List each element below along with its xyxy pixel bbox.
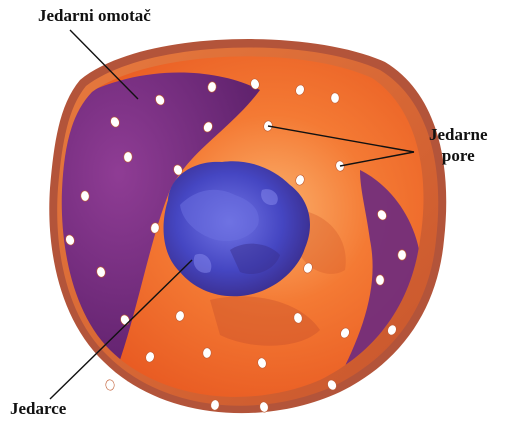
nuclear-pore-icon [331, 93, 340, 104]
nuclear-pore-icon [124, 152, 133, 163]
label-nuclear-envelope: Jedarni omotač [38, 6, 151, 26]
nuclear-pore-icon [376, 275, 385, 286]
nuclear-pore-icon [105, 379, 114, 390]
label-nuclear-pores-line2: pore [429, 145, 488, 166]
label-nuclear-pores-line1: Jedarne [429, 124, 488, 145]
label-nucleolus: Jedarce [10, 399, 66, 419]
nuclear-pore-icon [398, 250, 406, 260]
label-nuclear-pores: Jedarne pore [429, 124, 488, 166]
